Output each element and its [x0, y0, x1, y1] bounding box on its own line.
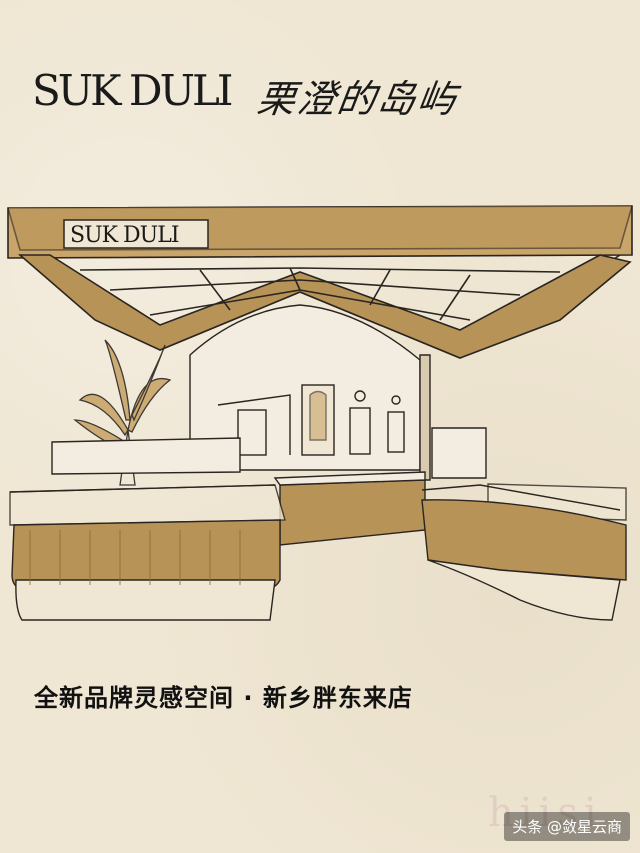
- caption: 全新品牌灵感空间 · 新乡胖东来店: [34, 684, 413, 712]
- back-counter: [273, 471, 426, 546]
- brand-script-title: 栗澄的岛屿: [254, 77, 461, 121]
- left-counter: [9, 437, 286, 621]
- watermark-letters: hiisi: [488, 790, 603, 836]
- brand-logo: SUK DULI: [32, 66, 233, 115]
- ceiling-signage: SUK DULI: [63, 219, 209, 249]
- right-counter: [421, 427, 627, 621]
- signage-text: SUK DULI: [70, 223, 179, 248]
- back-wall: [189, 304, 431, 481]
- store-sketch: SUK DULI: [7, 205, 633, 621]
- attribution-watermark: 头条 @敛星云商: [504, 812, 630, 841]
